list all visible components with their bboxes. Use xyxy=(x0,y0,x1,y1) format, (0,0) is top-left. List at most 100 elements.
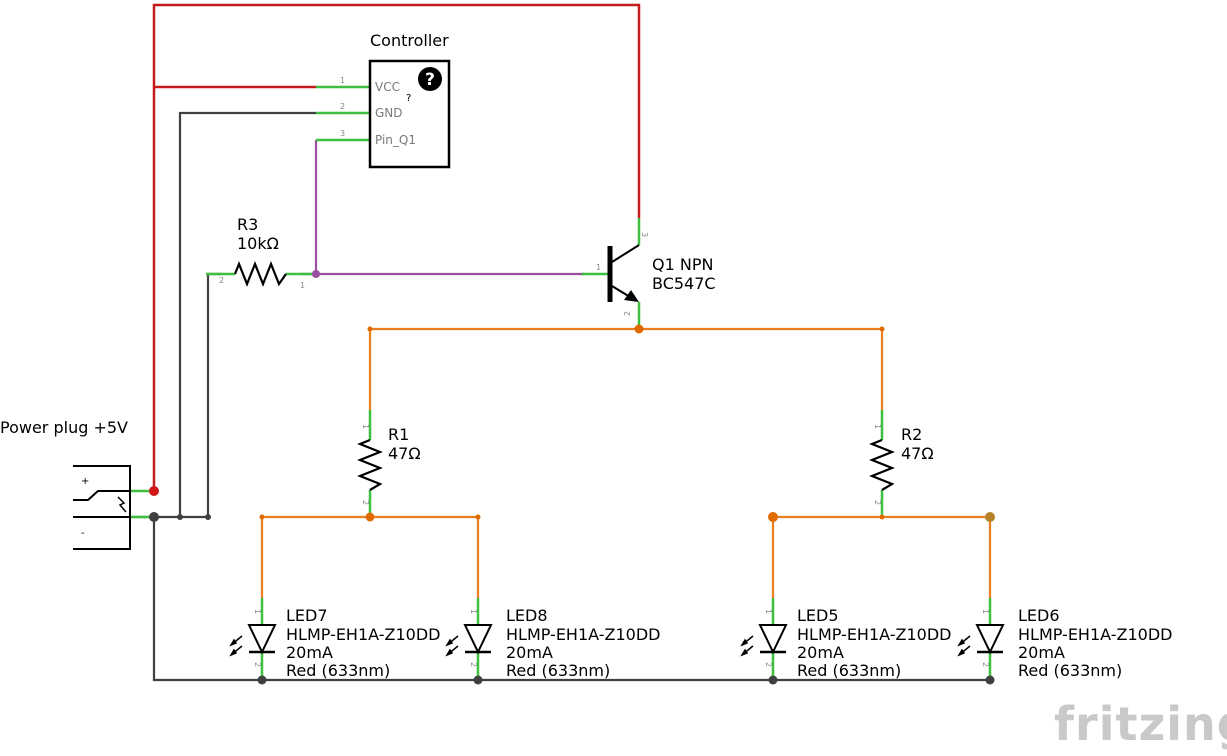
led-ref: LED7 xyxy=(286,606,328,625)
led-triangle xyxy=(463,624,493,655)
resistor-r1[interactable]: R1 47Ω 1 2 xyxy=(357,424,421,505)
help-icon xyxy=(418,67,442,91)
led-ref: LED8 xyxy=(506,606,548,625)
junction-emit-left xyxy=(367,326,373,332)
plus-sign: + xyxy=(81,476,89,487)
power-plug[interactable]: Power plug +5V + - xyxy=(0,418,131,550)
controller-title: Controller xyxy=(370,31,449,50)
r1-pin-2: 2 xyxy=(361,500,370,505)
led-current: 20mA xyxy=(797,643,844,662)
led-part: HLMP-EH1A-Z10DD xyxy=(286,625,440,644)
junction-left-b xyxy=(475,514,481,520)
r2-value: 47Ω xyxy=(901,444,934,463)
led-color: Red (633nm) xyxy=(797,661,901,680)
led-ref: LED5 xyxy=(797,606,839,625)
light-emission-icon xyxy=(740,635,754,657)
led-pin-2: 2 xyxy=(469,662,478,667)
r2-ref: R2 xyxy=(901,425,922,444)
junction-plus xyxy=(149,486,159,496)
wire-vcc-top-loop xyxy=(152,3,641,491)
junction-minus xyxy=(149,512,159,522)
led-pin-2: 2 xyxy=(764,662,773,667)
led-current: 20mA xyxy=(286,643,333,662)
r3-zigzag xyxy=(233,261,287,287)
r1-pin-1: 1 xyxy=(361,424,370,429)
q1-ref: Q1 NPN xyxy=(652,255,713,274)
r1-zigzag xyxy=(357,438,383,491)
q1-part: BC547C xyxy=(652,274,716,293)
resistor-r3[interactable]: R3 10kΩ 2 1 xyxy=(219,215,305,290)
pin-number-3: 3 xyxy=(340,129,345,138)
r1-value: 47Ω xyxy=(388,444,421,463)
r2-pin-2: 2 xyxy=(873,500,882,505)
junction-gnd-a xyxy=(177,514,183,520)
r2-zigzag xyxy=(869,438,895,491)
led-led8[interactable]: 1 2 LED8 HLMP-EH1A-Z10DD 20mA Red (633nm… xyxy=(445,606,660,680)
junction-led8-gnd xyxy=(473,675,483,685)
led-led7[interactable]: 1 2 LED7 HLMP-EH1A-Z10DD 20mA Red (633nm… xyxy=(229,606,440,680)
junction-gnd-b xyxy=(205,514,211,520)
led-triangle xyxy=(247,624,277,655)
junction-right-a xyxy=(768,512,778,522)
pin-number-2: 2 xyxy=(340,102,345,111)
r3-ref: R3 xyxy=(237,215,258,234)
r1-ref: R1 xyxy=(388,425,409,444)
wire-gnd-r3 xyxy=(206,272,222,517)
led-current: 20mA xyxy=(1018,643,1065,662)
q1-emitter-arrow xyxy=(624,290,639,302)
transistor-q1[interactable]: Q1 NPN BC547C 1 3 2 xyxy=(596,232,716,316)
junction-r2-bottom xyxy=(879,514,885,520)
minus-sign: - xyxy=(81,528,85,539)
power-plug-symbol xyxy=(73,465,131,550)
junction-left-a xyxy=(259,514,265,520)
junction-emit-right xyxy=(879,326,885,332)
light-emission-icon xyxy=(229,635,243,657)
wire-gnd-led-rail xyxy=(152,517,990,682)
power-wires xyxy=(152,3,641,491)
q1-pin-collector: 3 xyxy=(640,232,649,237)
led-triangle xyxy=(975,624,1005,655)
r2-pin-1: 1 xyxy=(873,424,882,429)
wire-emitter-bus xyxy=(368,327,884,410)
light-emission-icon xyxy=(445,635,459,657)
junction-led6-gnd xyxy=(985,675,995,685)
fritzing-watermark: fritzing xyxy=(1054,697,1227,751)
led-led6[interactable]: 1 2 LED6 HLMP-EH1A-Z10DD 20mA Red (633nm… xyxy=(957,606,1172,680)
pin-legs xyxy=(130,85,992,680)
q1-pin-base: 1 xyxy=(596,263,601,272)
led-color: Red (633nm) xyxy=(1018,661,1122,680)
junction-r1-bottom xyxy=(365,512,375,522)
pin-number-1: 1 xyxy=(340,76,345,85)
r3-pin-2: 2 xyxy=(219,276,224,285)
controller[interactable]: Controller ? ? VCC GND Pin_Q1 1 2 3 xyxy=(340,31,451,169)
unknown-mark: ? xyxy=(406,93,411,104)
help-glyph: ? xyxy=(425,70,435,90)
wire-right-bus xyxy=(771,515,992,598)
q1-pin-emitter: 2 xyxy=(623,311,632,316)
ground-wires xyxy=(130,111,990,682)
r3-value: 10kΩ xyxy=(237,234,279,253)
junction-r3-base xyxy=(312,270,320,278)
wire-left-bus xyxy=(260,515,480,598)
signal-wires xyxy=(300,140,585,276)
led-pin-1: 1 xyxy=(764,609,773,614)
led-current: 20mA xyxy=(506,643,553,662)
led-led5[interactable]: 1 2 LED5 HLMP-EH1A-Z10DD 20mA Red (633nm… xyxy=(740,606,951,680)
resistor-r2[interactable]: R2 47Ω 1 2 xyxy=(869,424,934,505)
led-pin-1: 1 xyxy=(981,609,990,614)
pin-label-pinq1: Pin_Q1 xyxy=(375,133,416,147)
led-pin-1: 1 xyxy=(469,609,478,614)
led-pin-2: 2 xyxy=(981,662,990,667)
q1-collector-leg xyxy=(611,244,640,263)
led-part: HLMP-EH1A-Z10DD xyxy=(506,625,660,644)
led-ref: LED6 xyxy=(1018,606,1060,625)
pin-label-gnd: GND xyxy=(375,106,403,120)
junction-right-b xyxy=(985,512,995,522)
r3-pin-1: 1 xyxy=(300,281,305,290)
led-pin-2: 2 xyxy=(253,662,262,667)
led-part: HLMP-EH1A-Z10DD xyxy=(797,625,951,644)
led-color: Red (633nm) xyxy=(506,661,610,680)
led-color: Red (633nm) xyxy=(286,661,390,680)
q1-emitter-leg xyxy=(611,285,631,298)
